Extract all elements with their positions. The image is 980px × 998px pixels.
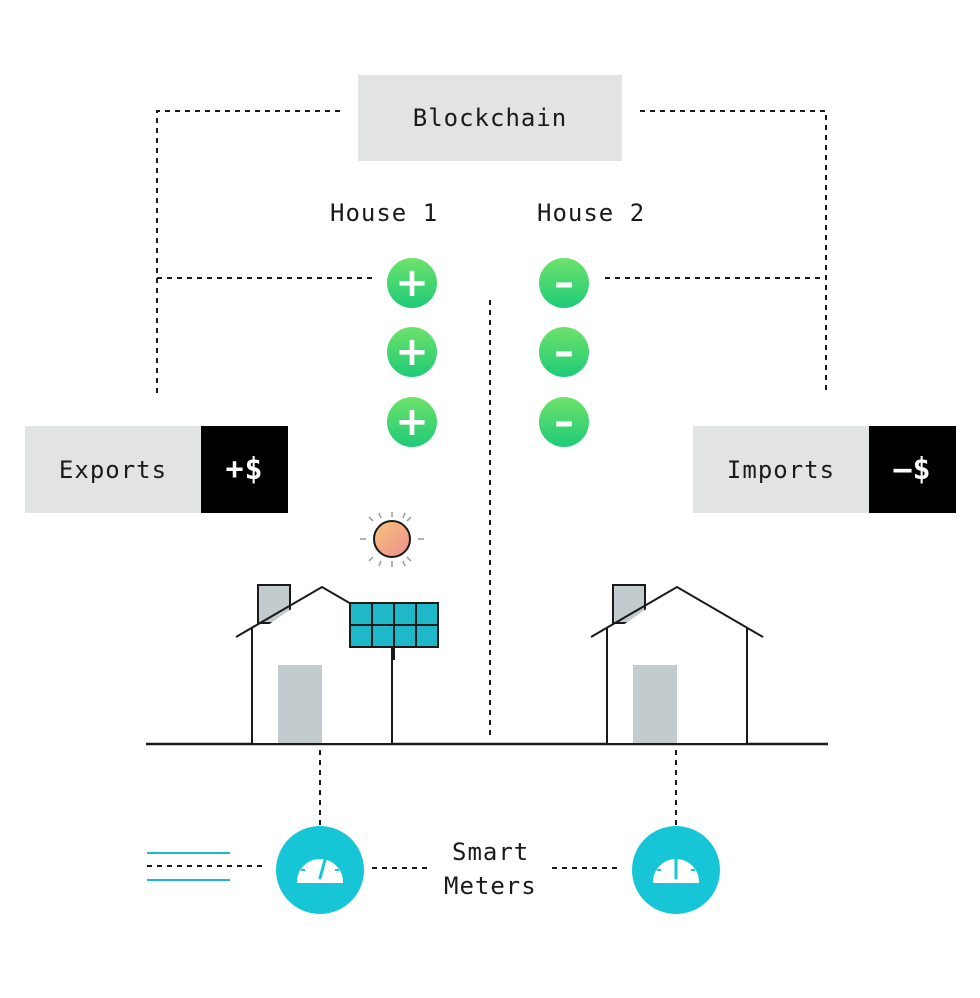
smart-meter-1 xyxy=(276,826,364,914)
house-1-icon xyxy=(235,584,439,743)
sun-icon xyxy=(360,512,424,567)
exports-label: Exports xyxy=(58,455,168,484)
imports-amount: –$ xyxy=(893,452,932,487)
door xyxy=(278,665,322,743)
imports-amount-box: –$ xyxy=(869,426,956,513)
imports-box: Imports xyxy=(693,426,869,513)
minus-token-2: – xyxy=(539,327,589,377)
blockchain-label: Blockchain xyxy=(412,104,568,132)
smart-meters-label-line1: Smart xyxy=(452,838,530,866)
imports-label: Imports xyxy=(726,455,836,484)
door xyxy=(633,665,677,743)
minus-token-1: – xyxy=(539,258,589,308)
plus-token-1: + xyxy=(387,258,437,308)
house-2-icon xyxy=(590,584,764,743)
exports-amount: +$ xyxy=(225,452,264,487)
blockchain-box: Blockchain xyxy=(358,75,622,161)
gauge-icon xyxy=(296,850,344,883)
smart-meter-2 xyxy=(632,826,720,914)
smart-meters-label-line2: Meters xyxy=(444,872,537,900)
house-2-label: House 2 xyxy=(537,199,646,227)
plus-token-3: + xyxy=(387,397,437,447)
plus-token-2: + xyxy=(387,327,437,377)
gauge-icon xyxy=(652,850,700,883)
minus-token-3: – xyxy=(539,397,589,447)
solar-panel xyxy=(349,602,439,660)
chimney xyxy=(612,584,646,624)
exports-box: Exports xyxy=(25,426,201,513)
house-1-label: House 1 xyxy=(330,199,439,227)
exports-amount-box: +$ xyxy=(201,426,288,513)
